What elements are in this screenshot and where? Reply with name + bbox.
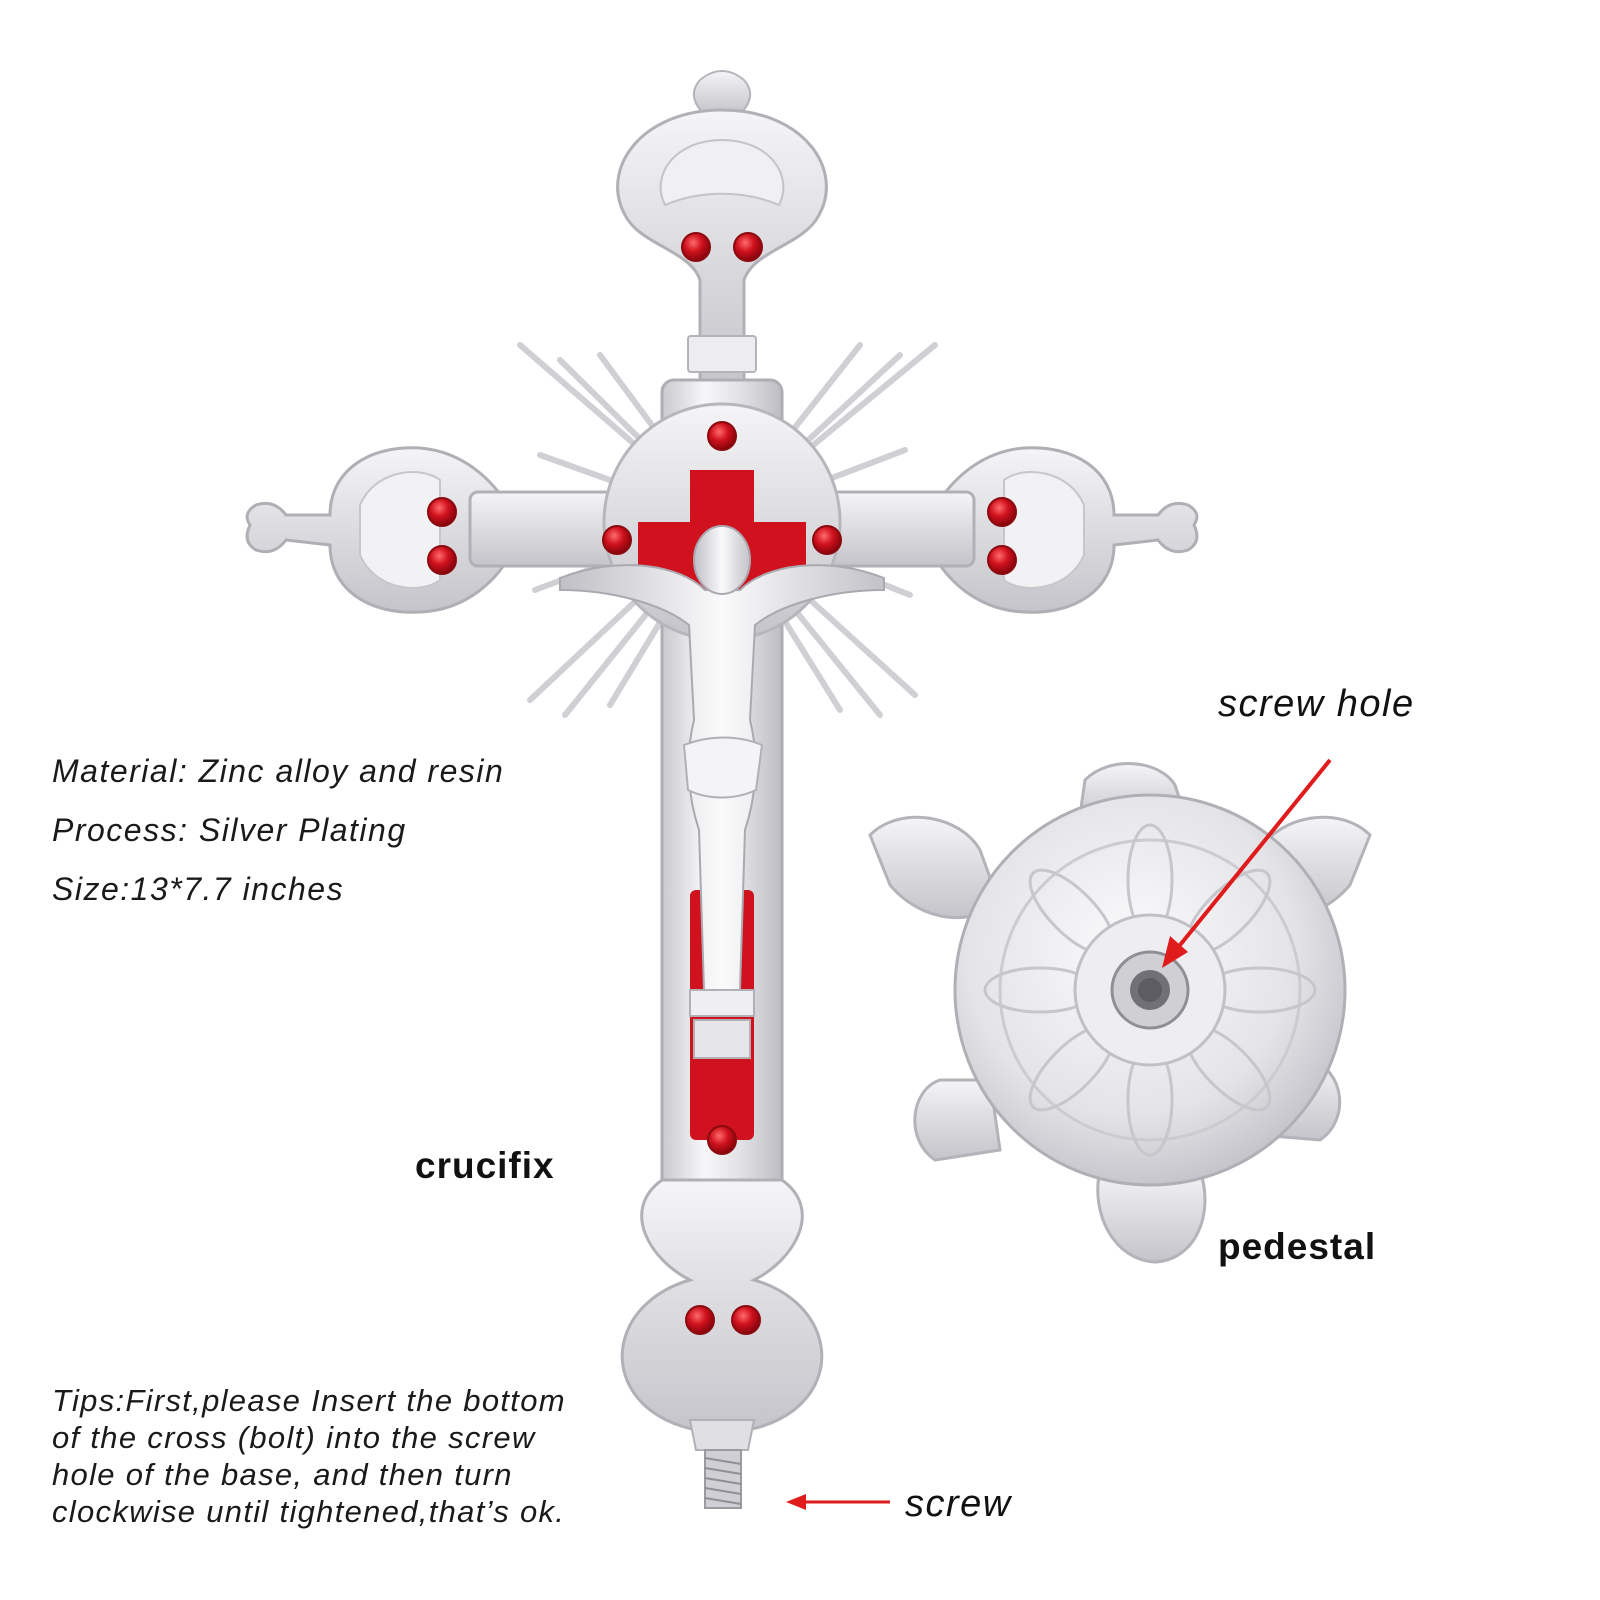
screw-hole-arrow xyxy=(1162,758,1332,968)
screw-arrow xyxy=(786,1494,890,1510)
label-screw: screw xyxy=(905,1483,1012,1525)
tips-line: Tips:First,please Insert the bottom xyxy=(52,1383,566,1418)
red-gems xyxy=(427,232,1017,1335)
assembly-tips: Tips:First,please Insert the bottom of t… xyxy=(52,1382,652,1530)
threaded-bolt xyxy=(704,1449,742,1509)
spec-process: Process: Silver Plating xyxy=(52,812,407,848)
tips-line: clockwise until tightened,that’s ok. xyxy=(52,1494,566,1529)
crucifix-illustration xyxy=(245,70,1199,1509)
label-pedestal: pedestal xyxy=(1218,1226,1377,1267)
spec-material: Material: Zinc alloy and resin xyxy=(52,753,505,789)
label-screw-hole: screw hole xyxy=(1218,683,1415,725)
pedestal-illustration xyxy=(868,762,1372,1264)
corpus-figure xyxy=(559,525,885,991)
tips-line: of the cross (bolt) into the screw xyxy=(52,1420,536,1455)
label-crucifix: crucifix xyxy=(415,1145,555,1186)
spec-size: Size:13*7.7 inches xyxy=(52,871,345,907)
tips-line: hole of the base, and then turn xyxy=(52,1457,513,1492)
